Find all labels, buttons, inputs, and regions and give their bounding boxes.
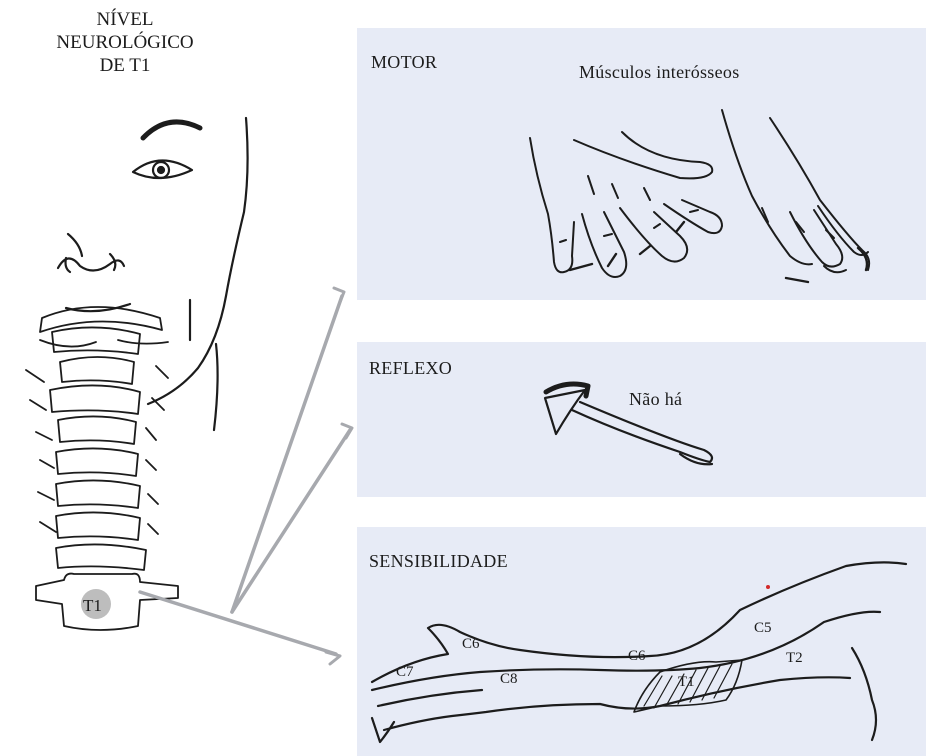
hand-right-drawing [722, 110, 869, 272]
dermatome-label: T1 [678, 674, 695, 690]
hand-left-drawing [530, 132, 722, 277]
dermatome-label: T2 [786, 650, 803, 666]
dermatome-label: C6 [628, 648, 646, 664]
reflex-hammer-drawing [545, 384, 712, 464]
vertebra-label: T1 [83, 596, 102, 615]
cervical-spine [26, 307, 178, 630]
face-drawing [58, 118, 248, 430]
dermatome-label: C5 [754, 620, 772, 636]
dermatome-label: C7 [396, 664, 414, 680]
pointer-arrows [140, 288, 352, 664]
dermatome-label: C8 [500, 671, 518, 687]
dermatome-label: C6 [462, 636, 480, 652]
